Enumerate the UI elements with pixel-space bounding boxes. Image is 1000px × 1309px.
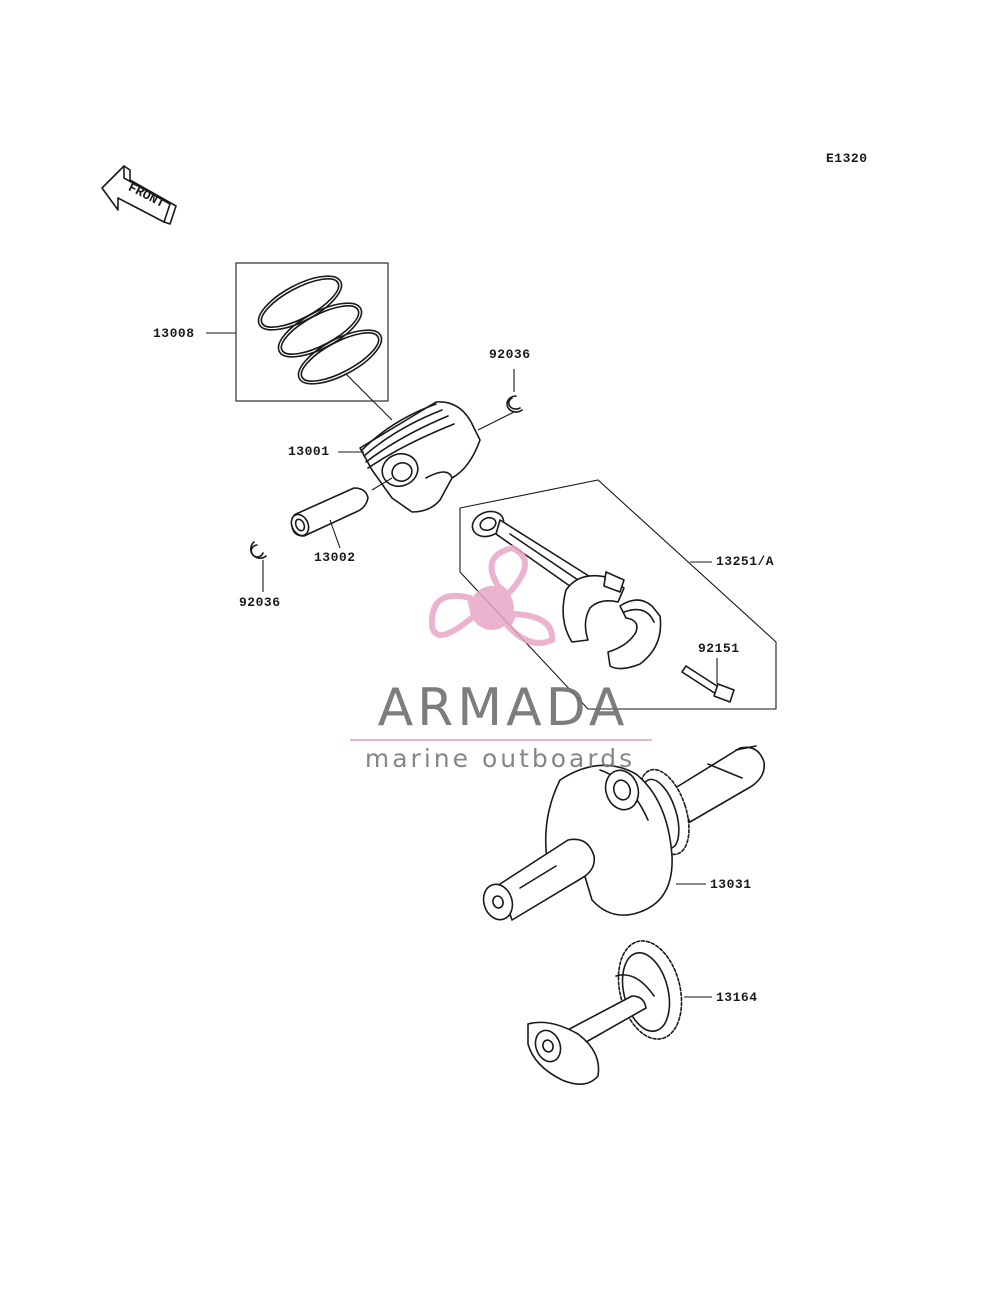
part-label-crankshaft[interactable]: 13031 (710, 877, 752, 892)
part-label-piston[interactable]: 13001 (288, 444, 330, 459)
crankshaft-part (482, 745, 766, 921)
part-label-piston-pin[interactable]: 13002 (314, 550, 356, 565)
part-label-piston-rings[interactable]: 13008 (153, 326, 195, 341)
watermark-subtitle: marine outboards (364, 744, 636, 773)
balancer-shaft-part (527, 940, 712, 1085)
armada-logo-icon (350, 544, 652, 741)
part-label-connecting-rod[interactable]: 13251/A (716, 554, 775, 569)
diagram-code-label: E1320 (826, 151, 868, 166)
piston-rings-group (206, 262, 393, 421)
connecting-rod-group (459, 479, 777, 710)
part-label-balancer-shaft[interactable]: 13164 (716, 990, 758, 1005)
front-arrow-icon: FRONT (101, 165, 177, 225)
snap-ring-bottom (250, 541, 267, 592)
watermark-title: ARMADA (377, 678, 629, 738)
part-label-rod-bolt[interactable]: 92151 (698, 641, 740, 656)
piston-pin-part (290, 477, 393, 549)
snap-ring-top (477, 369, 523, 431)
part-label-snap-ring-top[interactable]: 92036 (489, 347, 531, 362)
part-label-snap-ring-bottom[interactable]: 92036 (239, 595, 281, 610)
